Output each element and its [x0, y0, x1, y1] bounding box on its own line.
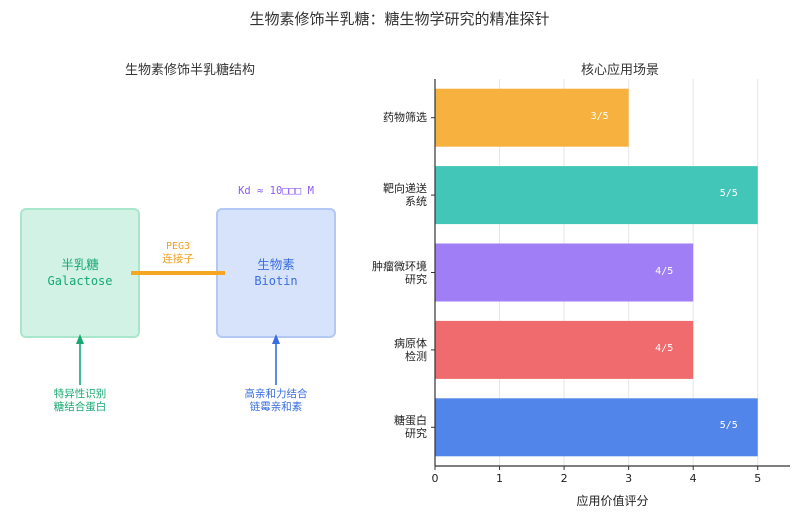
bar-value-label-2: 4/5 [655, 265, 674, 277]
main-title: 生物素修饰半乳糖：糖生物学研究的精准探针 [249, 10, 550, 28]
galactose-box: 半乳糖 Galactose [20, 208, 140, 338]
biotin-annotation: 高亲和力结合 链霉亲和素 [216, 388, 336, 414]
bar-1 [435, 166, 758, 225]
linker-bond [131, 271, 225, 275]
biotin-annotation-line1: 高亲和力结合 [244, 388, 308, 400]
x-tick-label-3: 3 [625, 472, 633, 485]
y-category-label-line1: 药物筛选 [383, 111, 427, 125]
bar-2 [435, 243, 694, 302]
bar-value-label-1: 5/5 [719, 188, 738, 200]
bar-value-label-0: 3/5 [590, 110, 609, 122]
bar-0 [435, 88, 629, 147]
x-tick-label-0: 0 [431, 472, 439, 485]
chart-title: 核心应用场景 [580, 63, 659, 78]
biotin-name-en: Biotin [254, 274, 298, 288]
linker-name-en: PEG3 [165, 241, 191, 252]
galactose-annotation: 特异性识别 糖结合蛋白 [20, 388, 140, 414]
biotin-name-cn: 生物素 [257, 257, 295, 272]
y-category-label-3: 病原体检测 [337, 337, 427, 363]
y-category-label-line2: 系统 [405, 195, 427, 209]
y-category-label-line1: 靶向递送 [383, 182, 427, 196]
biotin-annotation-line2: 链霉亲和素 [249, 401, 303, 413]
y-category-label-line1: 病原体 [394, 336, 427, 350]
bar-value-label-4: 5/5 [719, 420, 738, 432]
y-category-label-0: 药物筛选 [337, 111, 427, 124]
structure-title: 生物素修饰半乳糖结构 [124, 63, 255, 78]
galactose-annotation-line2: 糖结合蛋白 [53, 401, 107, 413]
y-category-label-line2: 研究 [405, 272, 427, 286]
x-tick-label-1: 1 [496, 472, 504, 485]
biotin-arrow-head [272, 334, 280, 344]
linker-name-cn: 连接子 [162, 253, 194, 265]
galactose-name-cn: 半乳糖 [61, 257, 99, 272]
galactose-name-en: Galactose [47, 274, 113, 288]
x-tick-label-2: 2 [560, 472, 568, 485]
y-category-label-1: 靶向递送系统 [337, 182, 427, 208]
bar-4 [435, 398, 758, 457]
bar-3 [435, 320, 694, 379]
x-tick-label-4: 4 [689, 472, 697, 485]
y-category-label-2: 肿瘤微环境研究 [337, 260, 427, 286]
y-category-label-line1: 糖蛋白 [394, 414, 427, 428]
y-category-label-line1: 肿瘤微环境 [372, 259, 427, 273]
galactose-annotation-line1: 特异性识别 [53, 388, 107, 400]
kd-label: Kd ≈ 10□□□ M [238, 185, 314, 197]
x-tick-label-5: 5 [754, 472, 762, 485]
linker-label: PEG3 连接子 [135, 240, 221, 266]
y-category-label-4: 糖蛋白研究 [337, 414, 427, 440]
y-category-label-line2: 检测 [405, 349, 427, 363]
galactose-arrow-head [76, 334, 84, 344]
y-category-label-line2: 研究 [405, 427, 427, 441]
x-axis-label: 应用价值评分 [576, 494, 649, 508]
bar-value-label-3: 4/5 [655, 342, 674, 354]
